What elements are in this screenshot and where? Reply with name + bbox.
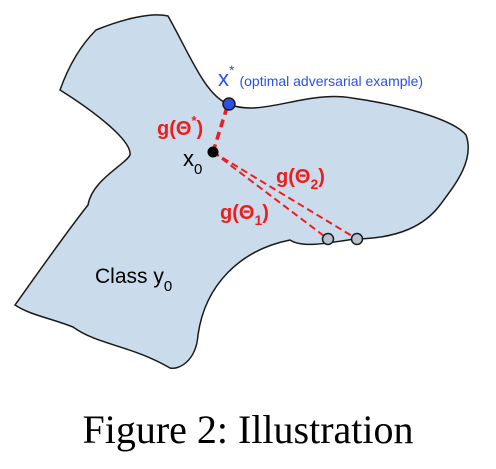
theta2-distance-segment [212, 151, 358, 240]
class-region [13, 14, 469, 370]
origin-symbol: x [183, 146, 194, 171]
theta2-distance-label: g(Θ2) [276, 166, 325, 192]
origin-subscript: 0 [194, 161, 202, 178]
optimal-distance-suffix: ) [197, 118, 204, 140]
adversarial-example-point [222, 97, 236, 111]
optimal-distance-label: g(Θ*) [157, 113, 203, 140]
origin-label: x0 [183, 146, 202, 178]
theta2-distance-suffix: ) [318, 166, 325, 188]
boundary-point-theta1 [321, 232, 335, 246]
adversarial-symbol: x [218, 66, 229, 91]
adversarial-example-label: x*(optimal adversarial example) [218, 62, 423, 91]
boundary-point-theta2 [350, 232, 364, 246]
theta1-distance-prefix: g(Θ [220, 202, 254, 224]
illustration-figure: x*(optimal adversarial example) x0 Class… [13, 14, 469, 370]
theta1-distance-subscript: 1 [254, 212, 262, 228]
theta1-distance-segment [212, 151, 329, 240]
origin-point [207, 146, 219, 158]
adversarial-annotation: (optimal adversarial example) [239, 73, 423, 89]
class-label: Class y0 [95, 265, 172, 295]
optimal-distance-superscript: * [191, 113, 197, 128]
figure-caption: Figure 2: Illustration [82, 407, 414, 452]
adversarial-superscript: * [229, 62, 235, 78]
theta2-distance-prefix: g(Θ [276, 166, 310, 188]
optimal-distance-prefix: g(Θ [157, 118, 191, 140]
optimal-distance-segment [211, 103, 230, 153]
theta2-distance-subscript: 2 [310, 176, 318, 192]
class-label-subscript: 0 [164, 278, 172, 295]
theta1-distance-suffix: ) [262, 202, 269, 224]
class-label-text: Class y [95, 265, 164, 288]
theta1-distance-label: g(Θ1) [220, 202, 269, 228]
